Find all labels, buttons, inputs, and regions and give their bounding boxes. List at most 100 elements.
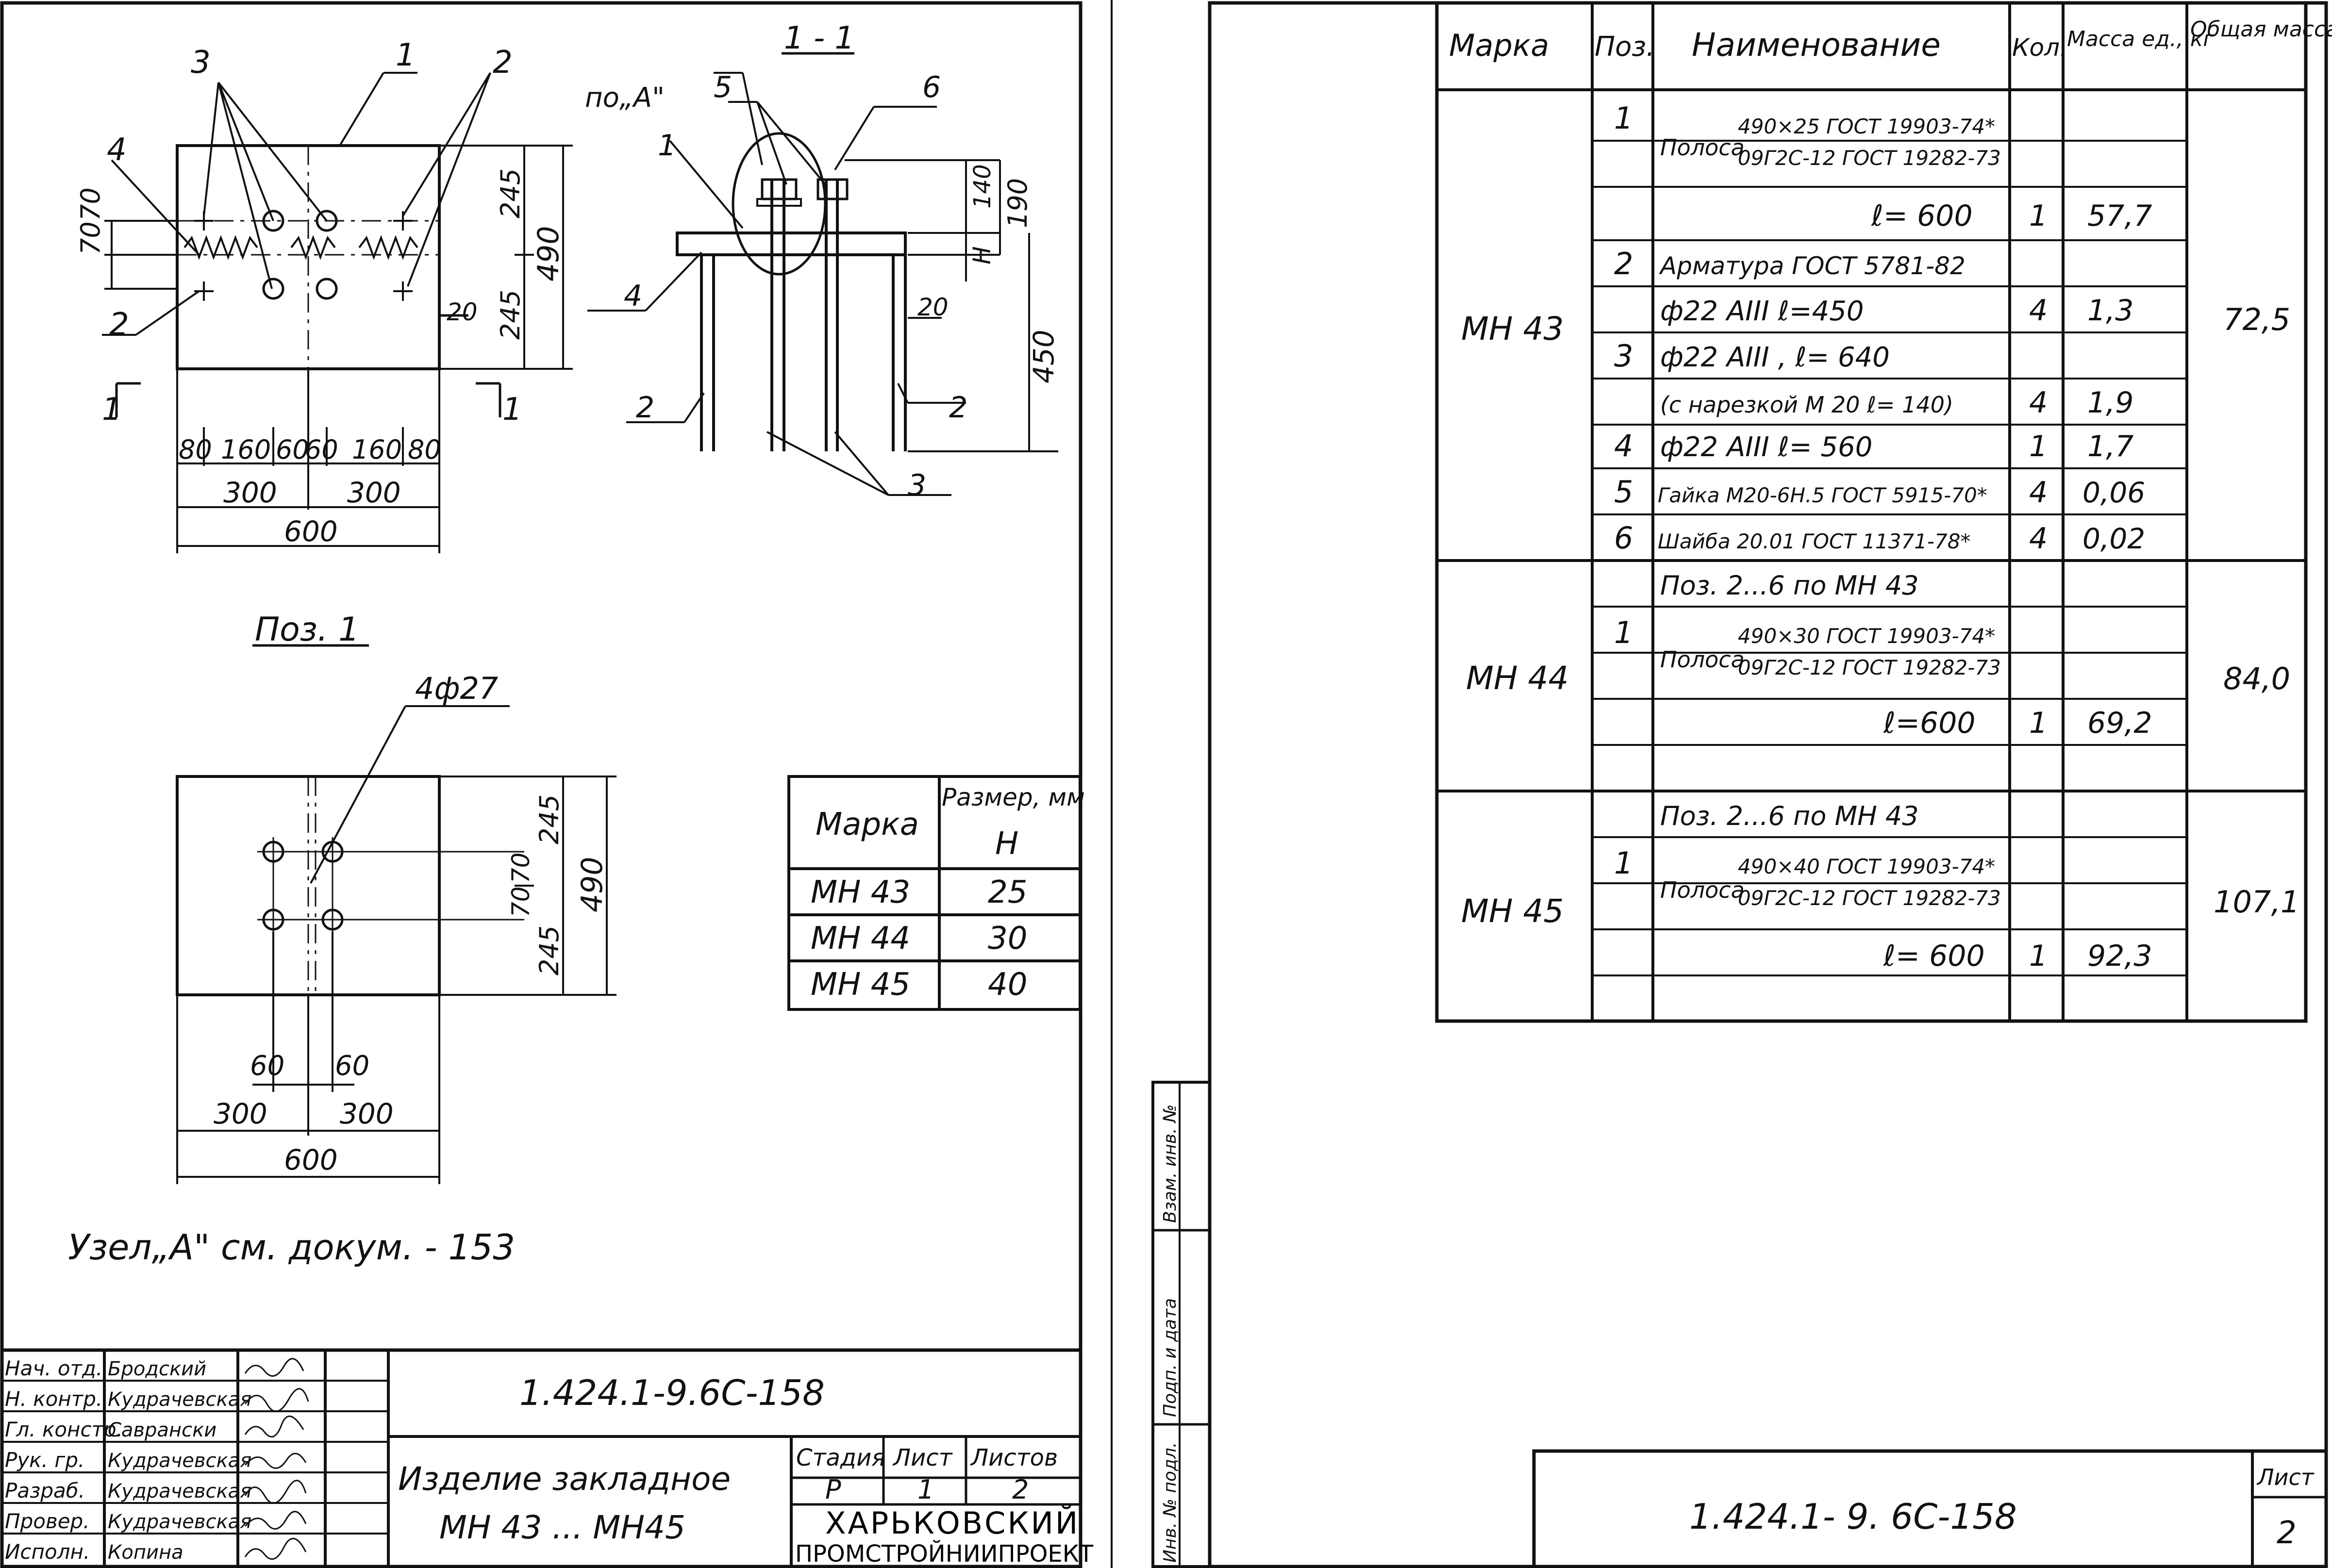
mh43-row7-qty: 1: [2029, 429, 2048, 463]
mh43-pos-3: 3: [1614, 338, 1633, 374]
pos1-dim-300b: 300: [340, 1097, 394, 1130]
mh43-pos-1: 1: [1614, 100, 1633, 136]
pos1-dim-60a: 60: [250, 1050, 284, 1082]
role-0: Нач. отд.: [5, 1356, 102, 1380]
dim-490: 490: [532, 226, 566, 281]
title-stamp: [2, 1348, 1081, 1567]
dim-300a: 300: [223, 476, 277, 509]
mh45-name-prefix: Полоса: [1660, 877, 1745, 903]
spec-table-grid: [1435, 1, 2308, 1023]
section-callout-1: 1: [658, 129, 676, 163]
size-row-2-h: 30: [988, 921, 1027, 957]
size-table-header-mark: Марка: [816, 807, 919, 842]
mh43-row8-name: Гайка М20-6Н.5 ГОСТ 5915-70*: [1658, 483, 1987, 507]
dim-80b: 80: [408, 434, 441, 465]
bottom-stamp-text: 1.424.1- 9. 6С-158 Лист 2: [1689, 1464, 2315, 1551]
size-row-1-mark: МН 43: [811, 875, 910, 910]
mh44-name-prefix: Полоса: [1660, 646, 1745, 673]
name-5: Кудрачевская: [108, 1511, 251, 1533]
mh45-name-bottom: 09Г2С-12 ГОСТ 19282-73: [1738, 886, 2001, 910]
pos1-dim-490: 490: [575, 857, 609, 912]
dim-160a: 160: [221, 434, 271, 465]
mh43-pos-6: 6: [1614, 520, 1633, 556]
dim-60a: 60: [276, 434, 309, 465]
role-1: Н. контр.: [5, 1387, 102, 1411]
mh43-row7-mass: 1,7: [2087, 429, 2133, 463]
dim-70b: 70: [75, 187, 106, 221]
pos1-view: [176, 644, 616, 1184]
mh43-row5-name: ф22 AIII , ℓ= 640: [1660, 342, 1890, 373]
role-3: Рук. гр.: [5, 1448, 84, 1472]
mh45-row1-name: Поз. 2...6 по МН 43: [1660, 801, 1919, 831]
size-table-header-size: Размер, мм: [942, 783, 1085, 811]
sheets-header: Листов: [970, 1444, 1058, 1471]
pos1-dim-600: 600: [284, 1143, 338, 1176]
mh43-row6-qty: 4: [2029, 386, 2048, 420]
dim-300b: 300: [347, 476, 401, 509]
mh43-pos-5: 5: [1614, 474, 1633, 510]
dim-20: 20: [447, 298, 478, 326]
section-callout-3: 3: [908, 468, 926, 502]
mh45-row3-qty: 1: [2029, 939, 2048, 973]
pos1-dim-245-upper: 245: [534, 794, 565, 844]
dim-160b: 160: [352, 434, 402, 465]
pos1-dim-60b: 60: [335, 1050, 369, 1082]
mh43-row2-qty: 1: [2029, 199, 2048, 233]
mh43-row8-mass: 0,06: [2082, 476, 2145, 509]
side-stamp-inv: Инв. № подл.: [1160, 1442, 1180, 1563]
mh43-pos-2: 2: [1614, 246, 1633, 281]
spec-header-mark: Марка: [1449, 28, 1549, 63]
callout-1: 1: [396, 37, 416, 73]
mh43-row3-name: Арматура ГОСТ 5781-82: [1659, 252, 1966, 280]
section-dim-20: 20: [917, 293, 949, 321]
mh44-row3-mass: 69,2: [2087, 706, 2152, 740]
pos1-dim-245-lower: 245: [534, 925, 565, 975]
name-4: Кудрачевская: [108, 1480, 251, 1502]
mh43-row4-mass: 1,3: [2087, 294, 2133, 328]
size-table-text: Марка Размер, мм H МН 43 25 МН 44 30 МН …: [811, 783, 1085, 1003]
section-mark-right: 1: [502, 392, 522, 428]
mh43-row9-qty: 4: [2029, 522, 2048, 556]
mh43-name-top: 490×25 ГОСТ 19903-74*: [1738, 115, 1995, 138]
mark-mh44: МН 44: [1466, 660, 1569, 697]
size-row-3-mark: МН 45: [811, 967, 910, 1003]
pos1-dim-300a: 300: [214, 1097, 267, 1130]
mh44-row3-qty: 1: [2029, 706, 2048, 740]
mh43-name-prefix: Полоса: [1660, 134, 1745, 161]
dim-245-upper: 245: [495, 168, 526, 218]
size-row-2-mark: МН 44: [811, 921, 910, 957]
dim-450: 450: [1027, 330, 1060, 383]
title-stamp-text: Нач. отд. Н. контр. Гл. констр. Рук. гр.…: [5, 1356, 1094, 1568]
sheet-header: Лист: [892, 1444, 953, 1471]
section-title: 1 - 1: [784, 20, 854, 56]
pos1-labels: Поз. 1 4ф27 70 70 245 245 490 60 60 300 …: [68, 611, 609, 1268]
plan-labels: 3 1 2 4 2 70 70 245 245 490 20 80 160 60…: [75, 37, 566, 548]
dim-190: 190: [1002, 178, 1033, 228]
mh44-name-bottom: 09Г2С-12 ГОСТ 19282-73: [1738, 656, 2001, 679]
title-line-2: МН 43 ... МН45: [439, 1509, 685, 1546]
name-0: Бродский: [108, 1358, 206, 1380]
callout-4: 4: [107, 132, 127, 168]
total-mh44: 84,0: [2223, 661, 2290, 696]
mh45-pos-1: 1: [1614, 845, 1633, 881]
callout-3: 3: [191, 45, 211, 81]
org-line-2: ПРОМСТРОЙНИИПРОЕКТ: [795, 1540, 1094, 1568]
size-row-3-h: 40: [988, 967, 1027, 1003]
spec-header-total-mass: Общая масса, кг: [2190, 17, 2332, 42]
spec-header-qty: Кол.: [2012, 33, 2067, 62]
callout-2: 2: [493, 45, 513, 81]
mark-mh43: МН 43: [1461, 310, 1564, 347]
title-line-1: Изделие закладное: [398, 1460, 731, 1498]
bottom-stamp: [1532, 1449, 2328, 1568]
mh45-row3-name: ℓ= 600: [1883, 939, 1985, 973]
dim-140: 140: [969, 164, 996, 209]
mh43-row2-name: ℓ= 600: [1871, 199, 1973, 233]
role-5: Провер.: [5, 1509, 90, 1533]
doc-code-left: 1.424.1-9.6С-158: [519, 1372, 825, 1413]
total-mh43: 72,5: [2223, 302, 2290, 337]
mark-mh45: МН 45: [1461, 892, 1564, 930]
side-stamp-text: Инв. № подл. Подп. и дата Взам. инв. №: [1160, 1105, 1180, 1563]
name-2: Саврански: [108, 1419, 217, 1441]
mh43-row2-mass: 57,7: [2087, 199, 2152, 233]
